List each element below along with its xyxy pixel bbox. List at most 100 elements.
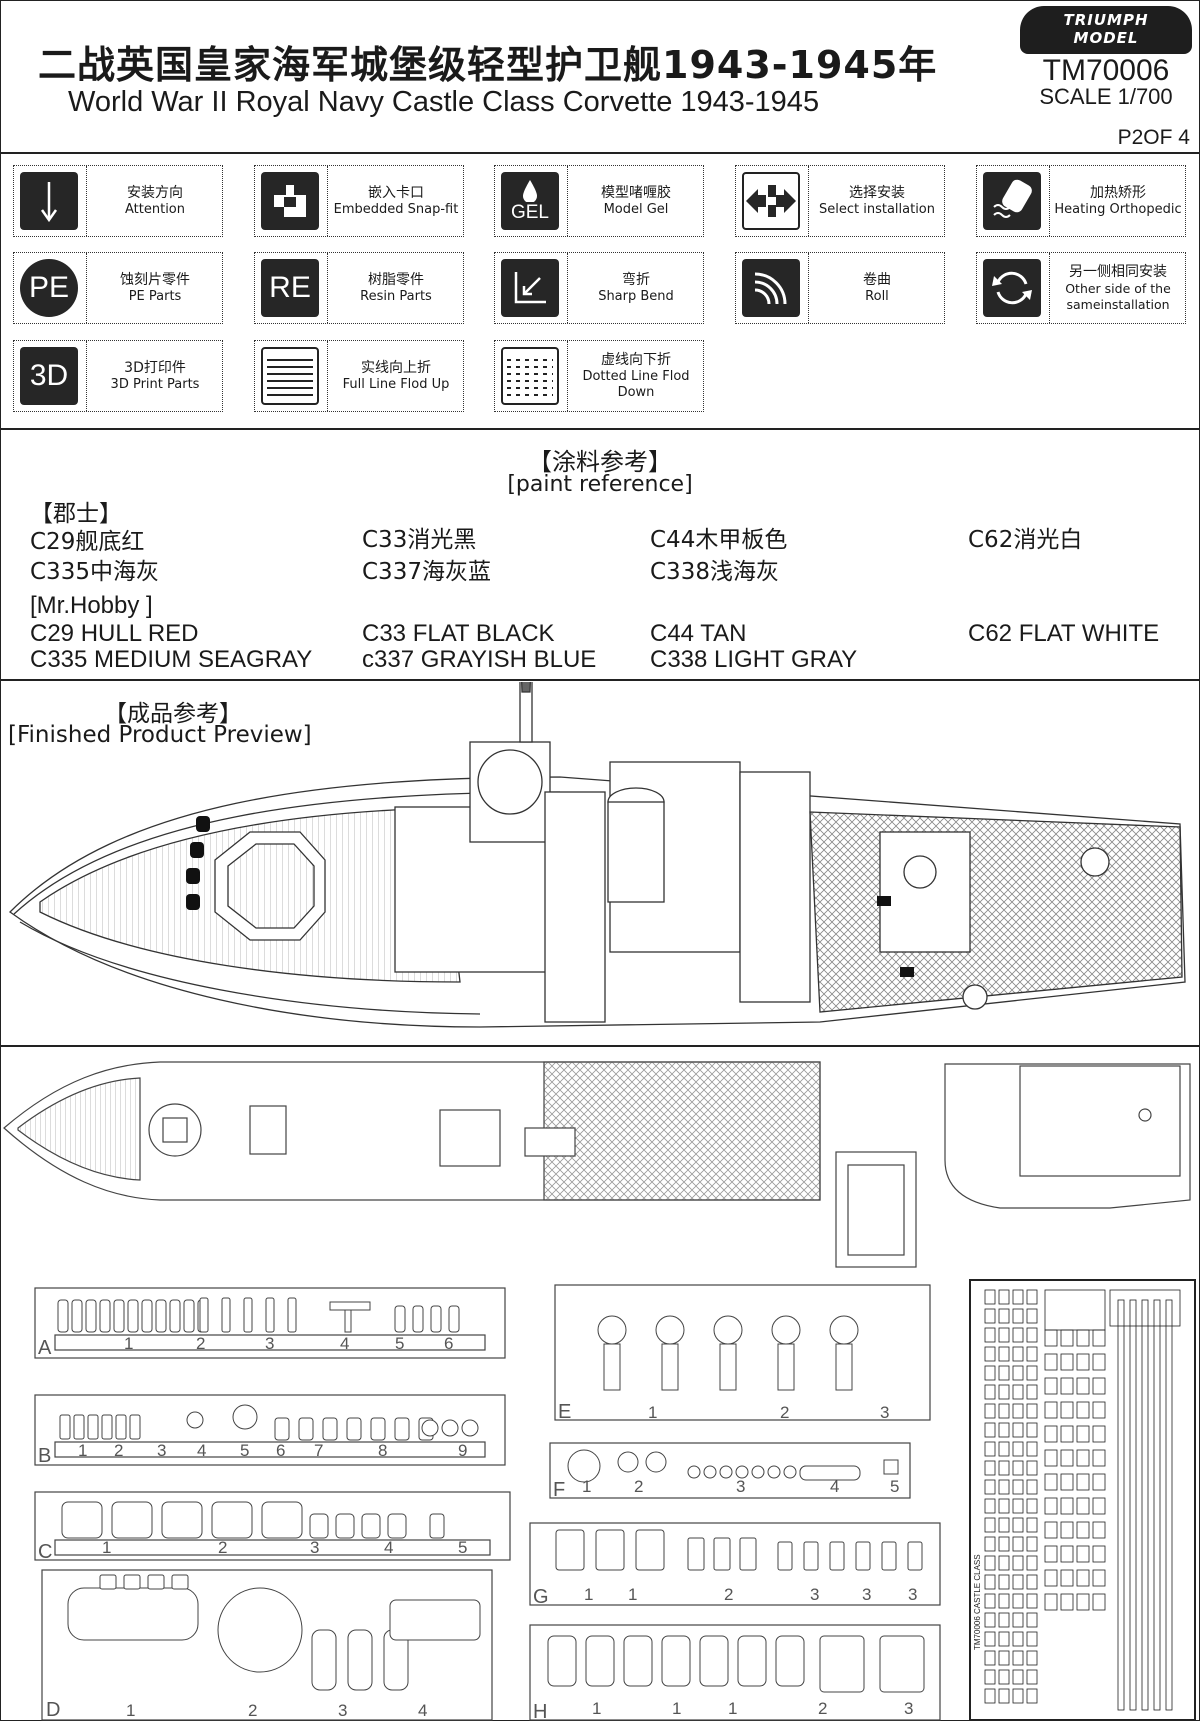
sprue-part [346, 1417, 362, 1441]
sprue-part [387, 1513, 407, 1539]
part-number: 1 [728, 1699, 737, 1718]
pe-fret-part [1044, 1401, 1058, 1419]
sprue-part [719, 1465, 733, 1479]
hobby-color: C335 MEDIUM SEAGRAY [30, 646, 313, 673]
pe-fret-part [1012, 1289, 1024, 1305]
heating-icon [983, 172, 1041, 230]
pe-fret-part [1012, 1403, 1024, 1419]
pe-fret-part [1076, 1377, 1090, 1395]
sprue-part [829, 1315, 859, 1345]
pe-fret-part [1012, 1384, 1024, 1400]
snap-fit-icon [261, 172, 319, 230]
sprue-letter-e: E [558, 1401, 571, 1423]
part-number: 5 [395, 1334, 404, 1353]
sprue-part [161, 1501, 203, 1539]
pe-fret-part [1060, 1545, 1074, 1563]
pe-fret-part [1012, 1327, 1024, 1343]
sprue-part [243, 1297, 253, 1333]
pe-fret-part [1012, 1574, 1024, 1590]
gunze-color: C33消光黑 [362, 527, 477, 553]
pe-fret-part [998, 1460, 1010, 1476]
sprue-part [370, 1417, 386, 1441]
pe-fret-part [1076, 1593, 1090, 1611]
sprue-part [335, 1513, 355, 1539]
pe-fret-part [1012, 1346, 1024, 1362]
sprue-part [211, 1501, 253, 1539]
pe-fret-part [1060, 1401, 1074, 1419]
pe-fret-part [1060, 1473, 1074, 1491]
sprue-part [73, 1414, 85, 1440]
pe-fret-part [1044, 1569, 1058, 1587]
sprue-part [555, 1529, 585, 1571]
part-number: 4 [340, 1334, 349, 1353]
sprue-part [661, 1343, 679, 1391]
part-number: 3 [338, 1701, 347, 1720]
sprue-part [123, 1574, 141, 1590]
pe-fret-part [984, 1498, 996, 1514]
gunze-color: C335中海灰 [30, 559, 159, 585]
sprue-part [819, 1635, 865, 1693]
pe-fret-part [984, 1441, 996, 1457]
pe-fret-part [1012, 1536, 1024, 1552]
sprue-part [767, 1465, 781, 1479]
gel-drop-icon: GEL [501, 172, 559, 230]
pe-fret-part [998, 1422, 1010, 1438]
sprue-part [655, 1315, 685, 1345]
pe-fret-part [1012, 1612, 1024, 1628]
sprue-part [567, 1449, 601, 1483]
pe-fret-part [1026, 1669, 1038, 1685]
sprue-part [217, 1587, 303, 1673]
pe-fret-part [984, 1536, 996, 1552]
pe-fret-part [1044, 1545, 1058, 1563]
pe-fret-part [1026, 1517, 1038, 1533]
pe-fret-part [1060, 1425, 1074, 1443]
sprue-part [421, 1419, 439, 1437]
sprue-part [394, 1305, 406, 1333]
hobby-color: c337 GRAYISH BLUE [362, 646, 597, 673]
pe-fret-part [1076, 1473, 1090, 1491]
sprue-part [412, 1305, 424, 1333]
pe-fret-part [1092, 1473, 1106, 1491]
pe-fret-part [1026, 1536, 1038, 1552]
part-number: 4 [418, 1701, 427, 1720]
pe-fret-part [998, 1346, 1010, 1362]
arrow-down-icon [20, 172, 78, 230]
deck-plan-drawing [3, 1061, 1191, 1268]
sprue-part [735, 1465, 749, 1479]
sprue-part [67, 1587, 199, 1641]
sprue-part [115, 1414, 127, 1440]
pe-fret-part [984, 1650, 996, 1666]
sprue-part [687, 1537, 705, 1571]
pe-fret-part [1012, 1308, 1024, 1324]
pe-fret-part [1060, 1353, 1074, 1371]
pe-fret-part [998, 1384, 1010, 1400]
pe-fret-part [1012, 1593, 1024, 1609]
part-number: 5 [458, 1538, 467, 1557]
sprue-part [777, 1541, 793, 1571]
pe-fret-label: TM70006 CASTLE CLASS [973, 1554, 982, 1650]
sprue-part [71, 1299, 83, 1333]
part-number: 2 [724, 1585, 733, 1604]
sprue-part [713, 1537, 731, 1571]
part-number: 2 [780, 1403, 789, 1422]
sprue-part [603, 1343, 621, 1391]
pe-fret-part [1092, 1377, 1106, 1395]
pe-fret-part [1026, 1403, 1038, 1419]
pe-fret-part [1060, 1569, 1074, 1587]
sprue-part [739, 1537, 757, 1571]
select-install-icon [742, 172, 800, 230]
pe-fret-part [984, 1289, 996, 1305]
sprue-part [141, 1299, 153, 1333]
sprue-part [99, 1299, 111, 1333]
pe-fret-part [1076, 1569, 1090, 1587]
sprue-part [265, 1297, 275, 1333]
pe-fret-part [998, 1365, 1010, 1381]
pe-fret-part [1026, 1346, 1038, 1362]
sharp-bend-icon [501, 259, 559, 317]
sprue-part [274, 1417, 290, 1441]
part-number: 3 [310, 1538, 319, 1557]
pe-fret-part [1076, 1545, 1090, 1563]
pe-fret-part [1109, 1289, 1181, 1327]
pe-fret-part [998, 1555, 1010, 1571]
pe-fret-part [1012, 1631, 1024, 1647]
